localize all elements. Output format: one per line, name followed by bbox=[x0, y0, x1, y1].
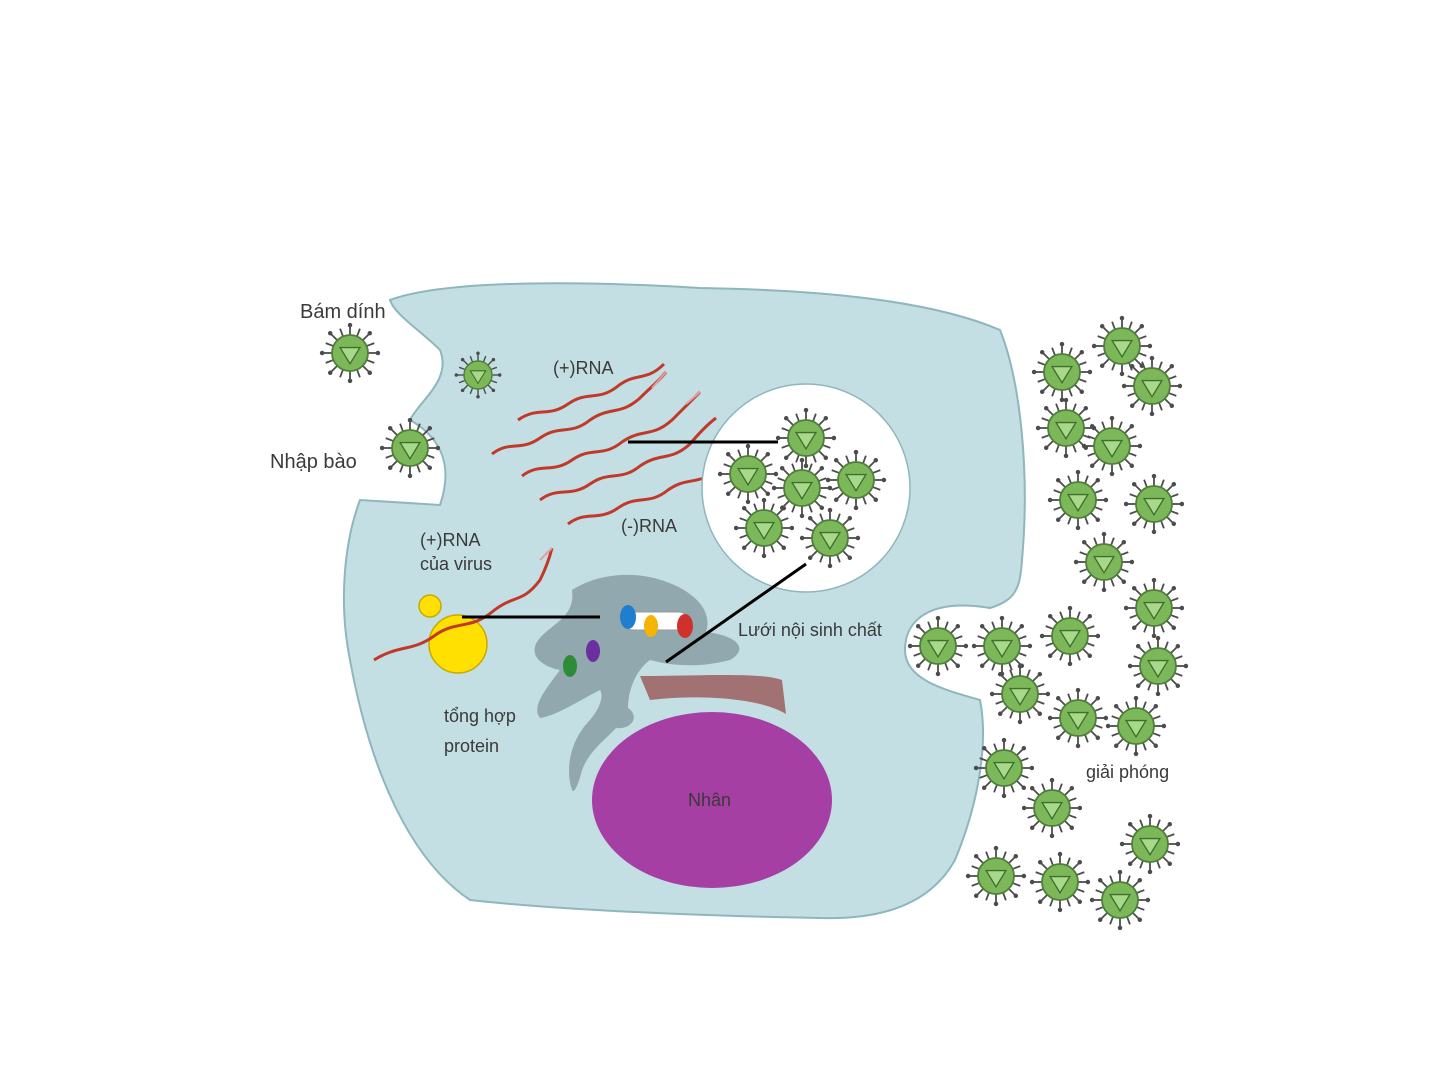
virus-icon bbox=[1120, 814, 1179, 873]
virus-icon bbox=[772, 458, 831, 517]
virus-icon bbox=[1048, 688, 1107, 747]
virus-icon bbox=[1090, 870, 1149, 929]
virus-icon bbox=[1106, 696, 1165, 755]
virus-icon bbox=[718, 444, 777, 503]
virus-icon bbox=[800, 508, 859, 567]
virus-icon bbox=[1122, 356, 1181, 415]
label-minus-rna: (-)RNA bbox=[621, 516, 677, 536]
virus-icon bbox=[776, 408, 835, 467]
virus-icon bbox=[455, 352, 501, 398]
virus-icon bbox=[1082, 416, 1141, 475]
virus-icon bbox=[1036, 398, 1095, 457]
label-plus-rna: (+)RNA bbox=[553, 358, 614, 378]
virus-icon bbox=[1124, 578, 1183, 637]
virus-icon bbox=[1032, 342, 1091, 401]
label-viral-rna-line2: của virus bbox=[420, 554, 492, 574]
label-viral-rna-line1: (+)RNA bbox=[420, 530, 481, 550]
virus-icon bbox=[974, 738, 1033, 797]
label-er: Lưới nội sinh chất bbox=[738, 620, 882, 640]
virus-icon bbox=[320, 323, 379, 382]
virus-icon bbox=[1030, 852, 1089, 911]
virus-icon bbox=[1124, 474, 1183, 533]
label-endocytosis: Nhập bào bbox=[270, 451, 357, 473]
virus-icon bbox=[972, 616, 1031, 675]
label-protein-line2: protein bbox=[444, 736, 499, 756]
virus-icon bbox=[826, 450, 885, 509]
virus-icon bbox=[990, 664, 1049, 723]
virus-icon bbox=[1048, 470, 1107, 529]
virus-icon bbox=[734, 498, 793, 557]
virus-icon bbox=[1128, 636, 1187, 695]
label-protein-line1: tổng hợp bbox=[444, 706, 516, 726]
label-nucleus: Nhân bbox=[688, 790, 731, 810]
virus-icon bbox=[1092, 316, 1151, 375]
label-attach: Bám dính bbox=[300, 301, 386, 323]
virus-icon bbox=[1074, 532, 1133, 591]
virus-icon bbox=[908, 616, 967, 675]
virus-icon bbox=[1040, 606, 1099, 665]
label-release: giải phóng bbox=[1086, 762, 1169, 782]
virus-icon bbox=[380, 418, 439, 477]
virus-icon bbox=[1022, 778, 1081, 837]
virus-icon bbox=[966, 846, 1025, 905]
